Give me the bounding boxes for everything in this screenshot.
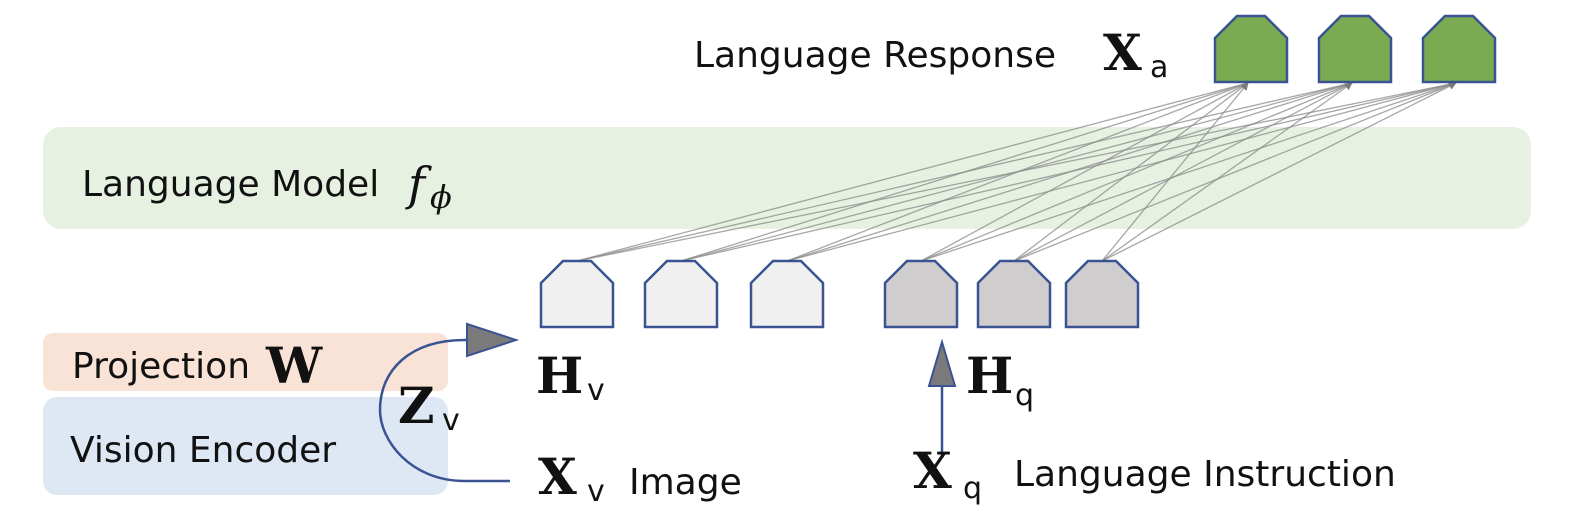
instruction-input-label: Language Instruction <box>1014 454 1396 495</box>
connection-line <box>576 82 1353 262</box>
instruction-input-symbol: X <box>913 441 952 500</box>
instruction-token-symbol-sub: q <box>1015 378 1034 413</box>
vision-encoder-label: Vision Encoder <box>70 430 336 471</box>
visual-feature-symbol-sub: v <box>442 403 460 438</box>
language-response-label: Language Response <box>694 35 1056 76</box>
connection-line <box>1013 82 1249 262</box>
language-model-label: Language Model <box>82 164 379 205</box>
vision-encoder-block <box>43 397 448 495</box>
image-input-symbol-sub: v <box>587 474 605 509</box>
language-model-symbol-sub: ϕ <box>430 178 452 216</box>
instruction-token <box>1064 259 1140 329</box>
instruction-arrow-head <box>927 338 957 387</box>
image-input-symbol: X <box>538 447 577 506</box>
response-token-group <box>1213 14 1497 84</box>
visual-token-symbol: H <box>536 346 583 405</box>
connection-line <box>1013 82 1353 262</box>
instruction-input-symbol-sub: q <box>963 471 982 506</box>
projection-block <box>43 333 448 391</box>
language-model-block <box>43 127 1531 229</box>
projection-arrow-head <box>466 322 520 358</box>
response-token <box>1317 14 1393 84</box>
connection-line <box>920 82 1249 262</box>
response-token <box>1421 14 1497 84</box>
connection-line <box>576 82 1249 262</box>
connection-line <box>920 82 1353 262</box>
connection-line <box>1013 82 1457 262</box>
projection-curve-arrow <box>378 338 510 483</box>
projection-label: Projection <box>72 346 250 387</box>
visual-token <box>749 259 825 329</box>
visual-token <box>643 259 719 329</box>
projection-symbol: W <box>265 336 323 395</box>
visual-token-symbol-sub: v <box>587 373 605 408</box>
instruction-token-group <box>883 259 1140 329</box>
connection-line <box>680 82 1457 262</box>
language-response-symbol-sub: a <box>1150 50 1168 85</box>
visual-feature-symbol: Z <box>398 376 435 435</box>
visual-token <box>539 259 615 329</box>
attention-connections <box>576 82 1457 262</box>
language-response-symbol: X <box>1103 23 1142 82</box>
visual-token-group <box>539 259 825 329</box>
connection-line <box>1101 82 1457 262</box>
instruction-token <box>883 259 959 329</box>
instruction-token <box>976 259 1052 329</box>
response-token <box>1213 14 1289 84</box>
connection-line <box>576 82 1457 262</box>
connection-line <box>786 82 1457 262</box>
connection-line <box>920 82 1457 262</box>
image-input-label: Image <box>629 462 742 503</box>
instruction-token-symbol: H <box>966 346 1013 405</box>
